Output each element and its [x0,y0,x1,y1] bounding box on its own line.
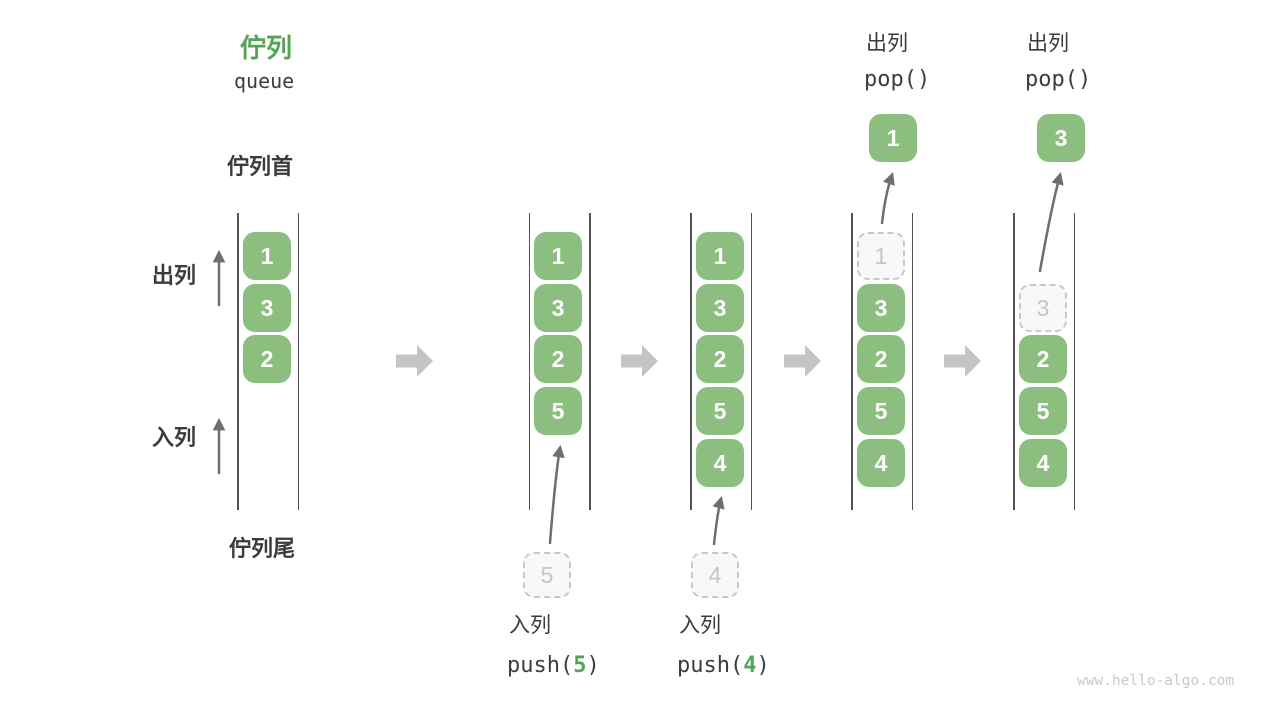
enqueue-op-label: 入列 [679,614,721,637]
queue-wall [1013,213,1015,510]
code-text: ) [756,653,770,678]
queue-cell: 2 [857,335,905,383]
enqueue-op-label: 入列 [509,614,551,637]
pop-call-label: pop() [864,67,931,92]
queue-cell: 2 [696,335,744,383]
queue-cell: 4 [696,439,744,487]
push-arg: 5 [573,653,587,678]
queue-wall [589,213,591,510]
pop-call-label: pop() [1025,67,1092,92]
code-text: push( [677,653,744,678]
pop-arrow-icon [1038,171,1064,273]
step-arrow-icon [944,345,981,377]
push-arrow-icon [712,495,725,546]
queue-wall [690,213,692,510]
dequeue-direction-label: 出列 [152,263,197,288]
removed-queue-cell: 3 [1019,284,1067,332]
queue-cell: 3 [857,284,905,332]
queue-cell: 3 [534,284,582,332]
pending-enqueue-cell: 5 [523,552,571,598]
code-text: ) [586,653,600,678]
queue-wall [297,213,299,510]
push-call-label: push(4) [677,653,770,678]
queue-wall [237,213,239,510]
step-arrow-icon [784,345,821,377]
popped-cell: 1 [869,114,917,162]
code-text: push( [507,653,574,678]
queue-cell: 5 [534,387,582,435]
diagram-title-zh: 佇列 [240,33,293,63]
popped-cell: 3 [1037,114,1085,162]
pending-enqueue-cell: 4 [691,552,739,598]
queue-wall [1073,213,1075,510]
queue-wall [528,213,530,510]
step-arrow-icon [396,345,433,377]
dequeue-op-label: 出列 [1027,32,1069,55]
removed-queue-cell: 1 [857,232,905,280]
queue-rear-label: 佇列尾 [229,536,296,561]
queue-wall [750,213,752,510]
diagram-title-en: queue [234,69,295,93]
queue-cell: 2 [1019,335,1067,383]
queue-cell: 3 [243,284,291,332]
enqueue-direction-label: 入列 [152,425,197,450]
queue-cell: 1 [696,232,744,280]
queue-cell: 1 [243,232,291,280]
queue-cell: 2 [243,335,291,383]
step-arrow-icon [621,345,658,377]
queue-cell: 4 [857,439,905,487]
queue-wall [851,213,853,510]
queue-cell: 4 [1019,439,1067,487]
push-arrow-icon [548,444,565,545]
queue-cell: 5 [696,387,744,435]
queue-cell: 5 [857,387,905,435]
queue-cell: 2 [534,335,582,383]
queue-cell: 5 [1019,387,1067,435]
push-call-label: push(5) [507,653,600,678]
watermark: www.hello-algo.com [1077,673,1235,689]
queue-cell: 1 [534,232,582,280]
push-arg: 4 [743,653,757,678]
queue-front-label: 佇列首 [227,154,294,179]
pop-arrow-icon [880,172,895,225]
queue-cell: 3 [696,284,744,332]
queue-wall [911,213,913,510]
dequeue-op-label: 出列 [866,32,908,55]
